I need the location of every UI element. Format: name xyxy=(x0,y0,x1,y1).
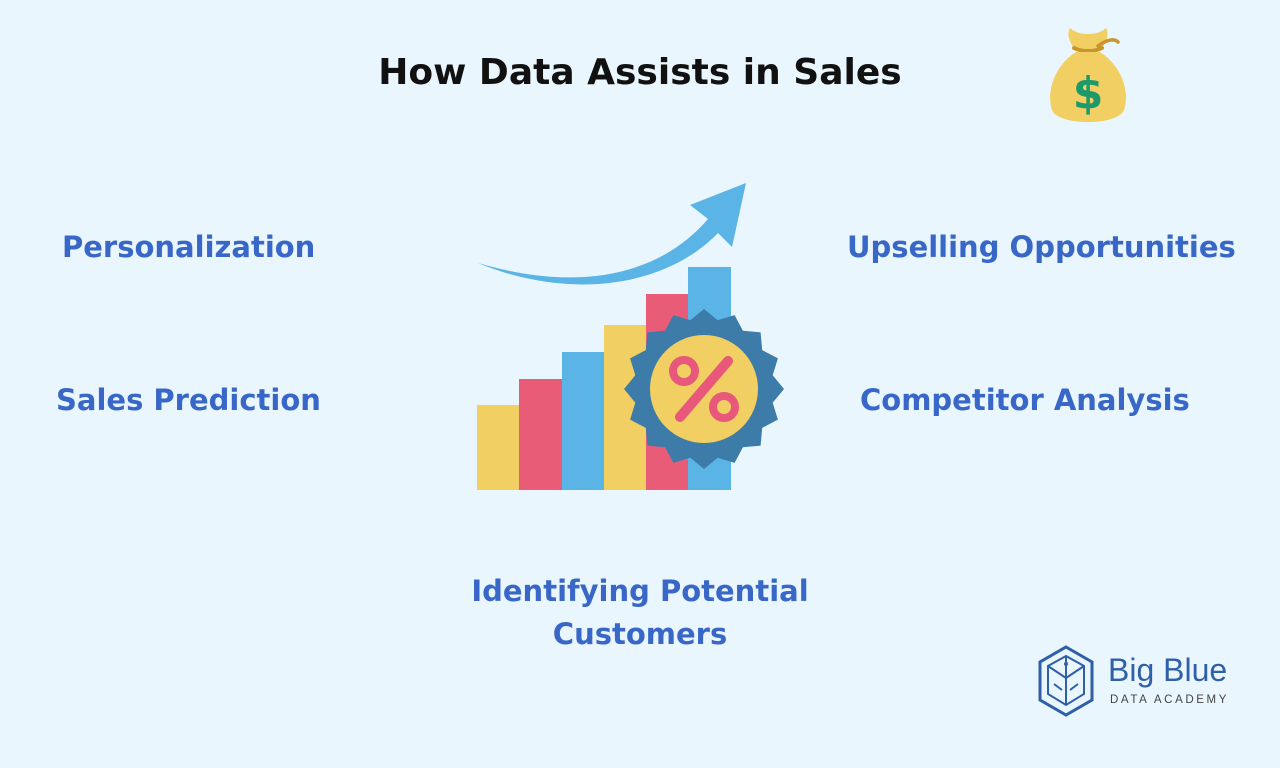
big-blue-logo: Big Blue DATA ACADEMY xyxy=(1036,644,1246,720)
label-competitor-analysis: Competitor Analysis xyxy=(860,383,1190,417)
logo-subtitle: DATA ACADEMY xyxy=(1110,694,1229,706)
svg-text:$: $ xyxy=(1073,68,1104,119)
page-title: How Data Assists in Sales xyxy=(378,52,902,93)
trend-up-arrow-icon xyxy=(478,183,746,285)
logo-name: Big Blue xyxy=(1108,652,1228,688)
label-personalization: Personalization xyxy=(62,230,316,264)
cube-logo-icon xyxy=(1038,645,1094,717)
money-bag-icon: $ xyxy=(1050,28,1126,122)
label-identifying-potential-customers: Identifying Potential Customers xyxy=(471,574,809,651)
label-upselling-opportunities: Upselling Opportunities xyxy=(847,230,1236,264)
sales-growth-illustration xyxy=(477,183,784,490)
label-sales-prediction: Sales Prediction xyxy=(56,383,321,417)
percent-badge-icon xyxy=(624,309,784,469)
